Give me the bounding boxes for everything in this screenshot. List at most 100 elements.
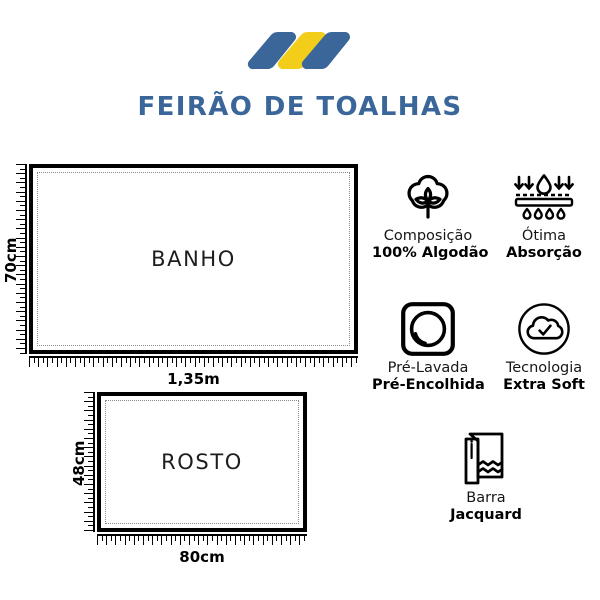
ruler-tick xyxy=(88,461,93,462)
ruler-tick xyxy=(203,358,205,367)
ruler-tick xyxy=(20,214,25,216)
ruler-tick xyxy=(16,320,25,322)
ruler-tick xyxy=(84,392,93,393)
ruler-tick xyxy=(240,358,242,367)
ruler-tick xyxy=(314,358,316,367)
ruler-tick xyxy=(341,358,343,367)
ruler-tick xyxy=(299,536,301,545)
ruler-tick xyxy=(102,358,104,367)
ruler-tick xyxy=(84,502,93,504)
ruler-tick xyxy=(304,536,305,541)
ruler-tick xyxy=(120,536,121,541)
ruler-tick xyxy=(98,358,99,363)
ruler-tick xyxy=(16,191,25,193)
ruler-tick xyxy=(115,536,117,545)
feature-label-line1: Ótima xyxy=(521,228,567,244)
ruler-tick xyxy=(221,536,223,541)
ruler-tick xyxy=(20,168,25,170)
ruler-tick xyxy=(180,358,182,363)
ruler-tick xyxy=(88,488,93,490)
towel-rosto-label: ROSTO xyxy=(161,450,243,474)
feature-label-line2: Pré-Encolhida xyxy=(372,377,485,394)
ruler-tick xyxy=(88,497,93,499)
ruler-tick xyxy=(16,219,25,221)
ruler-tick xyxy=(20,352,25,354)
ruler-tick xyxy=(88,424,93,426)
ruler-tick xyxy=(179,536,181,545)
ruler-tick xyxy=(16,311,25,313)
ruler-spine xyxy=(25,164,27,354)
ruler-tick xyxy=(351,358,352,367)
ruler-tick xyxy=(93,358,95,367)
ruler-tick xyxy=(16,173,25,175)
ruler-tick xyxy=(254,358,256,363)
ruler-tick xyxy=(268,358,270,367)
ruler-tick xyxy=(282,358,283,363)
washing-machine-icon xyxy=(372,300,484,358)
ruler-tick xyxy=(202,536,204,541)
ruler-tick xyxy=(267,536,269,541)
ruler-tick xyxy=(88,516,93,518)
ruler-tick xyxy=(263,358,265,363)
ruler-tick xyxy=(162,358,164,363)
ruler-tick xyxy=(16,283,25,285)
ruler-tick xyxy=(148,358,150,367)
ruler-tick xyxy=(208,358,210,363)
ruler-tick xyxy=(88,442,93,444)
size-diagram: 70cm BANHO 1,35m 48cm ROSTO 80cm xyxy=(0,140,372,600)
ruler-tick xyxy=(38,358,40,367)
ruler-tick xyxy=(138,536,140,541)
ruler-tick xyxy=(20,306,25,308)
ruler-tick xyxy=(20,334,25,336)
ruler-tick xyxy=(295,358,297,367)
ruler-tick xyxy=(207,536,209,545)
ruler-tick xyxy=(318,358,320,363)
ruler-tick xyxy=(271,536,273,545)
ruler-horizontal-rosto xyxy=(97,534,307,545)
ruler-tick xyxy=(20,223,25,225)
ruler-tick xyxy=(88,479,93,481)
ruler-horizontal-banho xyxy=(29,356,358,367)
ruler-tick xyxy=(20,269,25,271)
ruler-tick xyxy=(198,536,200,545)
feature-label-line2: Jacquard xyxy=(450,507,522,524)
folded-towel-icon xyxy=(430,430,542,488)
ruler-tick xyxy=(171,358,173,363)
feature-extra-soft: Tecnologia Extra Soft xyxy=(488,300,600,394)
ruler-tick xyxy=(84,484,93,485)
ruler-tick xyxy=(88,405,93,407)
ruler-tick xyxy=(153,358,155,363)
ruler-tick xyxy=(226,358,228,363)
ruler-tick xyxy=(75,358,76,367)
ruler-tick xyxy=(84,511,93,513)
ruler-tick xyxy=(61,358,63,363)
ruler-tick xyxy=(300,358,302,363)
brand-title: FEIRÃO DE TOALHAS xyxy=(137,92,463,122)
ruler-tick xyxy=(20,260,25,262)
feature-label-line1: Barra xyxy=(466,490,506,506)
ruler-tick xyxy=(244,536,246,545)
banho-width-label: 1,35m xyxy=(167,370,220,388)
ruler-tick xyxy=(328,358,329,363)
ruler-tick xyxy=(88,470,93,472)
ruler-tick xyxy=(294,536,296,541)
ruler-tick xyxy=(217,358,219,363)
ruler-tick xyxy=(346,358,348,363)
ruler-spine xyxy=(29,356,358,358)
ruler-tick xyxy=(84,410,93,412)
ruler-tick xyxy=(212,536,213,541)
ruler-tick xyxy=(16,302,25,303)
ruler-tick xyxy=(16,200,25,202)
ruler-tick xyxy=(70,358,72,363)
ruler-tick xyxy=(143,536,144,545)
ruler-tick xyxy=(16,256,25,257)
ruler-tick xyxy=(20,343,25,345)
ruler-tick xyxy=(56,358,58,367)
towel-rosto: ROSTO xyxy=(97,392,307,532)
towel-inner-stitch xyxy=(37,172,350,346)
ruler-tick xyxy=(88,433,93,435)
feature-absorcao: Ótima Absorção xyxy=(488,168,600,262)
stacked-cards-logo-icon xyxy=(245,28,355,80)
ruler-tick xyxy=(20,315,25,317)
ruler-tick xyxy=(253,536,255,545)
